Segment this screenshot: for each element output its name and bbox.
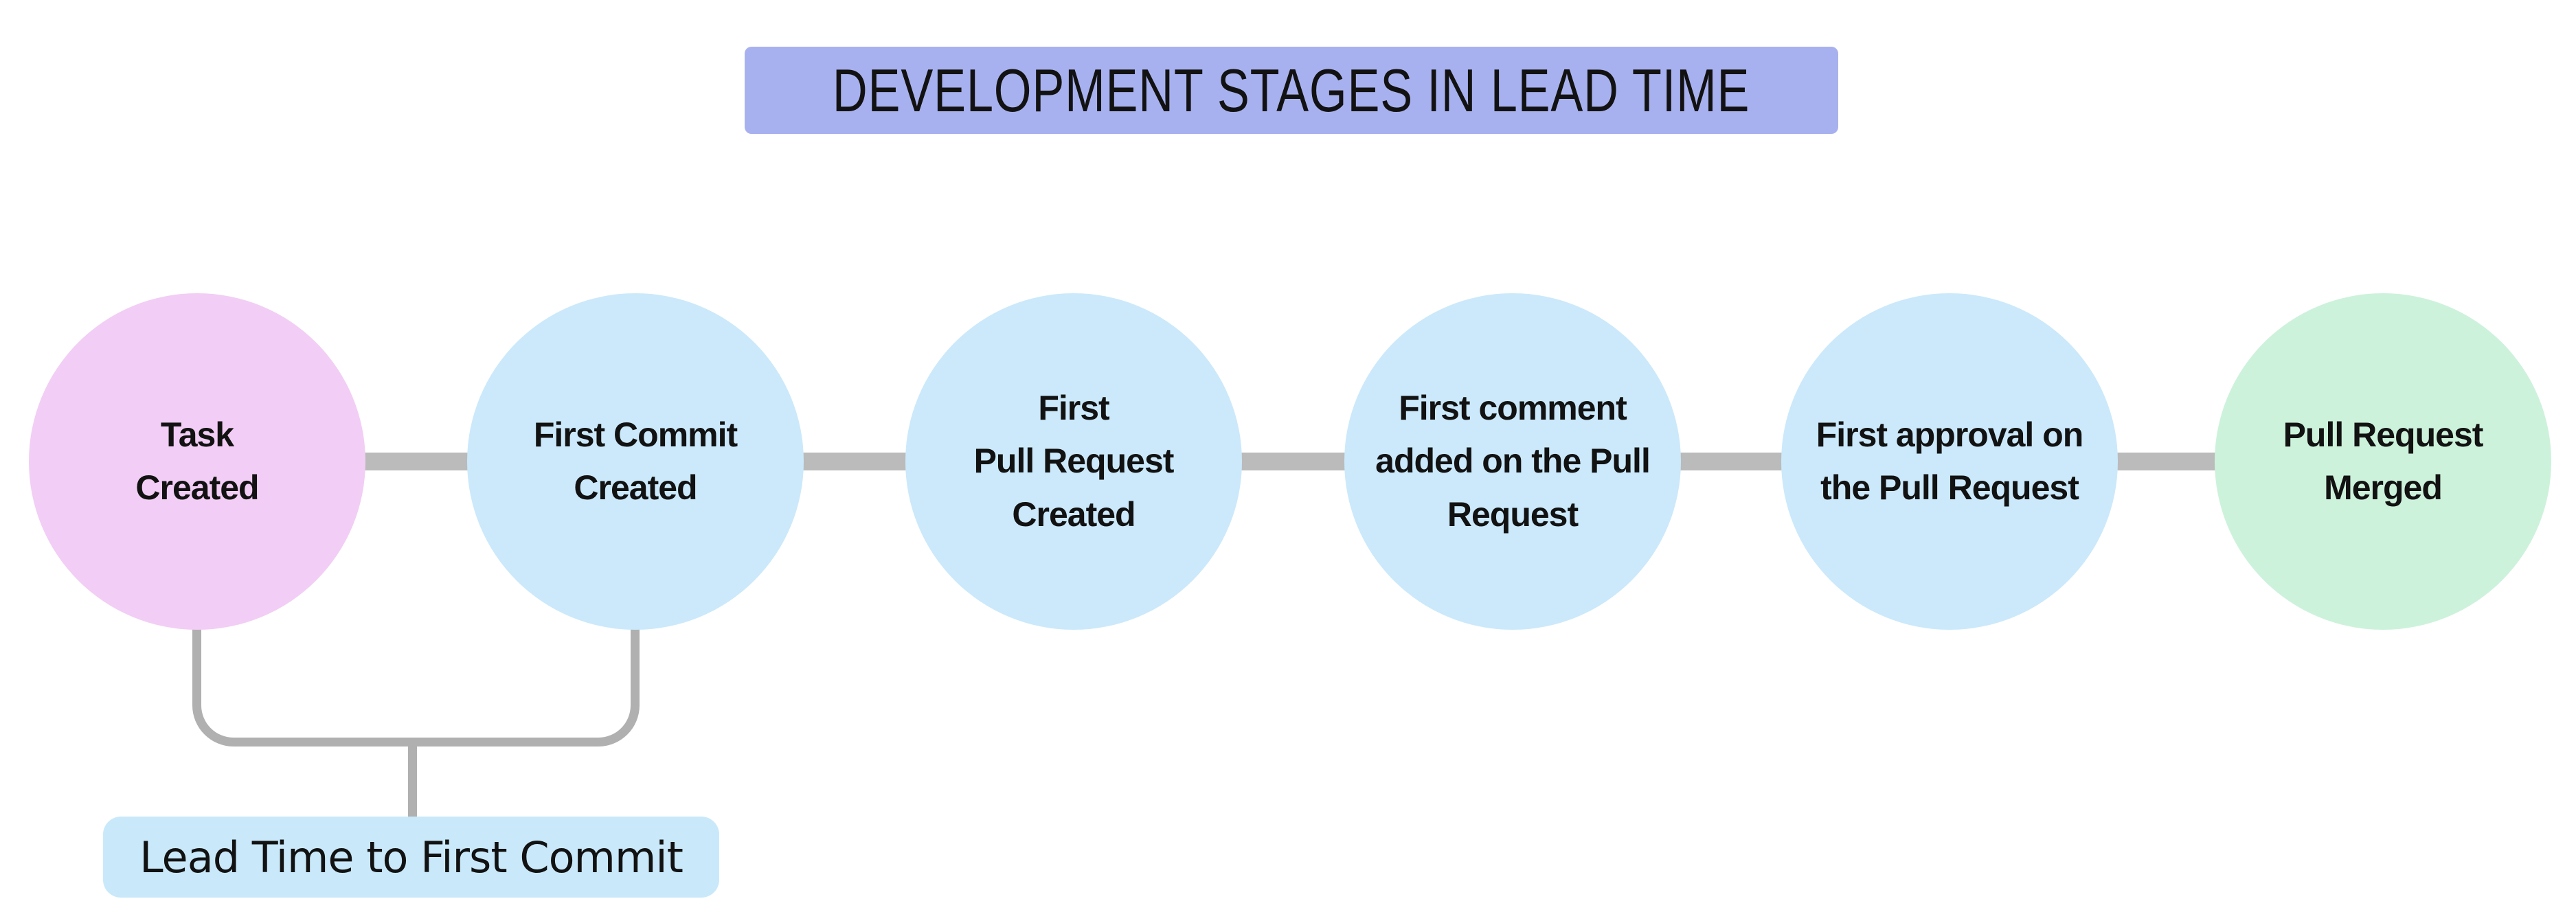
stage-label-line: Merged <box>2324 468 2443 507</box>
stage-first-comment-added: First comment added on the Pull Request <box>1344 293 1681 630</box>
stage-label-line: Created <box>1012 494 1136 534</box>
stage-label-line: Created <box>574 468 697 507</box>
bracket-stem <box>408 745 417 819</box>
lead-time-label-box: Lead Time to First Commit <box>103 817 719 898</box>
stage-label-line: Request <box>1447 494 1579 534</box>
stage-label-line: Task <box>160 415 234 454</box>
stage-label: Pull Request Merged <box>2283 409 2484 515</box>
stage-label-line: Created <box>135 468 259 507</box>
stage-label: First comment added on the Pull Request <box>1375 382 1651 542</box>
stage-label-line: Pull Request <box>2283 415 2484 454</box>
stage-label-line: First comment <box>1399 388 1627 427</box>
lead-time-label: Lead Time to First Commit <box>139 832 683 882</box>
lead-time-bracket <box>192 615 640 747</box>
stage-task-created: Task Created <box>29 293 365 630</box>
stage-label: Task Created <box>135 409 259 515</box>
stage-label-line: First <box>1038 388 1109 427</box>
stage-label-line: First approval on <box>1816 415 2084 454</box>
title-banner: DEVELOPMENT STAGES IN LEAD TIME <box>745 47 1838 134</box>
stage-first-approval: First approval on the Pull Request <box>1781 293 2118 630</box>
stage-first-pull-request-created: First Pull Request Created <box>905 293 1242 630</box>
stage-label: First Pull Request Created <box>973 382 1175 542</box>
stage-label: First Commit Created <box>533 409 738 515</box>
stage-pull-request-merged: Pull Request Merged <box>2215 293 2551 630</box>
stage-label-line: First Commit <box>533 415 738 454</box>
stage-label-line: the Pull Request <box>1820 468 2079 507</box>
stage-label-line: Pull Request <box>973 442 1175 481</box>
stage-first-commit-created: First Commit Created <box>467 293 804 630</box>
stage-label-line: added on the Pull <box>1375 442 1651 481</box>
page-title: DEVELOPMENT STAGES IN LEAD TIME <box>833 56 1750 124</box>
stage-label: First approval on the Pull Request <box>1816 409 2084 515</box>
